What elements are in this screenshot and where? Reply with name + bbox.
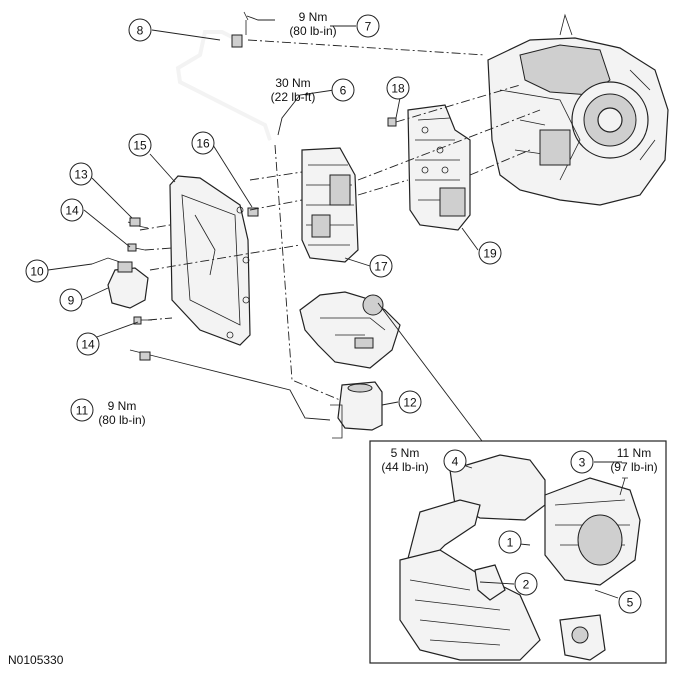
torque-7-nm: 9 Nm [299,10,328,24]
callout-4: 4 [443,449,467,473]
torque-6-alt: (22 lb-ft) [271,90,316,104]
callout-circle [69,162,93,186]
callout-circle [76,332,100,356]
callout-circle [331,78,355,102]
callout-number: 4 [452,455,459,469]
callout-number: 13 [74,168,88,182]
callout-number: 18 [391,82,405,96]
callout-number: 6 [340,84,347,98]
callout-16: 16 [191,131,215,155]
callout-2: 2 [514,572,538,596]
side-cover [169,175,251,346]
callout-circle [128,133,152,157]
torque-labels: 9 Nm (80 lb-in) 30 Nm (22 lb-ft) 9 Nm (8… [98,10,657,474]
callout-19: 19 [478,241,502,265]
torque-11-nm: 9 Nm [108,399,137,413]
callout-circle [618,590,642,614]
mount-bracket [299,291,401,369]
torque-4-alt: (44 lb-in) [381,460,428,474]
alignment-lines [139,39,541,321]
vent-tube [175,30,272,141]
callout-14a: 14 [60,198,84,222]
callout-circle [70,398,94,422]
callout-14b: 14 [76,332,100,356]
callout-number: 12 [403,396,417,410]
callout-circle [498,530,522,554]
sensor-harness [129,349,331,421]
callout-number: 5 [627,596,634,610]
callout-circle [570,450,594,474]
torque-4-nm: 5 Nm [391,446,420,460]
callout-number: 11 [76,404,89,418]
callout-circle [386,76,410,100]
callout-number: 17 [374,260,388,274]
torque-3-alt: (97 lb-in) [610,460,657,474]
callout-18: 18 [386,76,410,100]
torque-6-nm: 30 Nm [275,76,310,90]
inset-box [369,302,667,664]
torque-7-alt: (80 lb-in) [289,24,336,38]
callout-circle [59,288,83,312]
valve-body [407,104,471,231]
callout-number: 7 [365,20,372,34]
callout-number: 9 [68,294,75,308]
callout-number: 15 [133,139,147,153]
callout-17: 17 [369,254,393,278]
callout-10: 10 [25,259,49,283]
callout-number: 19 [483,247,497,261]
speed-sensor [91,257,149,309]
callout-circle [356,14,380,38]
callout-number: 14 [81,338,95,352]
callout-number: 10 [30,265,44,279]
vent-solenoid [330,381,383,439]
callout-leaders [47,15,622,599]
callout-8: 8 [128,18,152,42]
callout-circle [443,449,467,473]
callout-11: 11 [70,398,94,422]
callout-circle [514,572,538,596]
callout-7: 7 [356,14,380,38]
callout-6: 6 [331,78,355,102]
callout-12: 12 [398,390,422,414]
callout-3: 3 [570,450,594,474]
callout-number: 3 [579,456,586,470]
callout-15: 15 [128,133,152,157]
callout-circle [128,18,152,42]
figure-code: N0105330 [8,653,64,667]
solenoid-body [301,147,359,263]
callout-circle [60,198,84,222]
callout-circle [478,241,502,265]
callout-1: 1 [498,530,522,554]
callout-9: 9 [59,288,83,312]
callout-number: 8 [137,24,144,38]
callout-number: 14 [65,204,79,218]
callout-number: 2 [523,578,530,592]
torque-3-nm: 11 Nm [617,446,651,460]
transaxle-assembly [487,13,669,206]
torque-11-alt: (80 lb-in) [98,413,145,427]
callout-circle [369,254,393,278]
callout-circle [25,259,49,283]
callout-5: 5 [618,590,642,614]
callout-number: 16 [196,137,210,151]
callout-13: 13 [69,162,93,186]
callout-circle [398,390,422,414]
callout-number: 1 [507,536,514,550]
callout-circle [191,131,215,155]
